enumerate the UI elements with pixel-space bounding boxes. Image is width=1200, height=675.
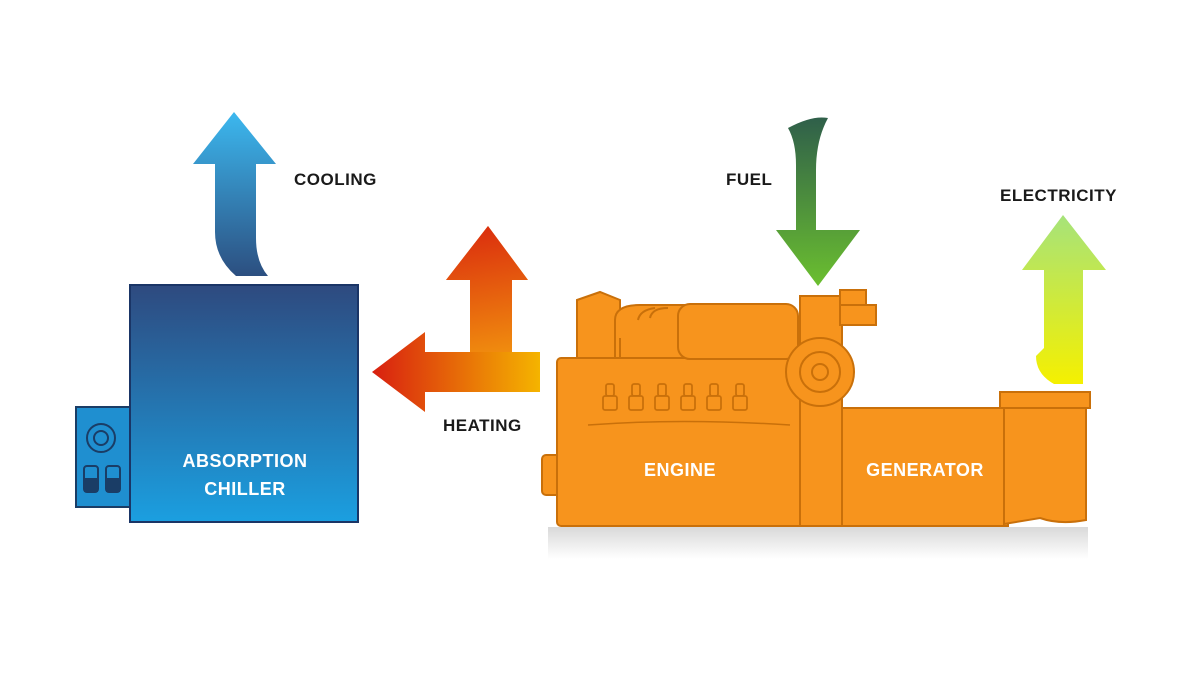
pulley-icon bbox=[785, 337, 855, 407]
generator-body bbox=[841, 407, 1009, 527]
chiller-label-line2: CHILLER bbox=[204, 479, 286, 499]
chiller-label: ABSORPTION CHILLER bbox=[150, 447, 340, 503]
dial-icon bbox=[86, 423, 116, 453]
engine-block bbox=[556, 357, 808, 527]
heating-arrow bbox=[372, 226, 540, 412]
electricity-arrow bbox=[1022, 215, 1106, 384]
engine bbox=[541, 289, 877, 527]
fuel-arrow bbox=[776, 117, 860, 286]
engine-top-cover bbox=[677, 303, 799, 360]
heating-label: HEATING bbox=[443, 416, 522, 435]
spark-plugs-icon bbox=[602, 383, 748, 411]
fuel-label: FUEL bbox=[726, 170, 773, 189]
chiller-body bbox=[129, 284, 359, 523]
engine-label: ENGINE bbox=[643, 460, 716, 480]
generator bbox=[841, 391, 1091, 527]
chiller-label-line1: ABSORPTION bbox=[182, 451, 308, 471]
floor-shadow bbox=[548, 527, 1088, 559]
cooling-arrow bbox=[193, 112, 276, 276]
cooling-label: COOLING bbox=[294, 170, 377, 189]
engine-housing bbox=[799, 295, 843, 527]
generator-label: GENERATOR bbox=[866, 460, 984, 480]
electricity-label: ELECTRICITY bbox=[1000, 186, 1117, 205]
absorption-chiller bbox=[75, 284, 359, 523]
